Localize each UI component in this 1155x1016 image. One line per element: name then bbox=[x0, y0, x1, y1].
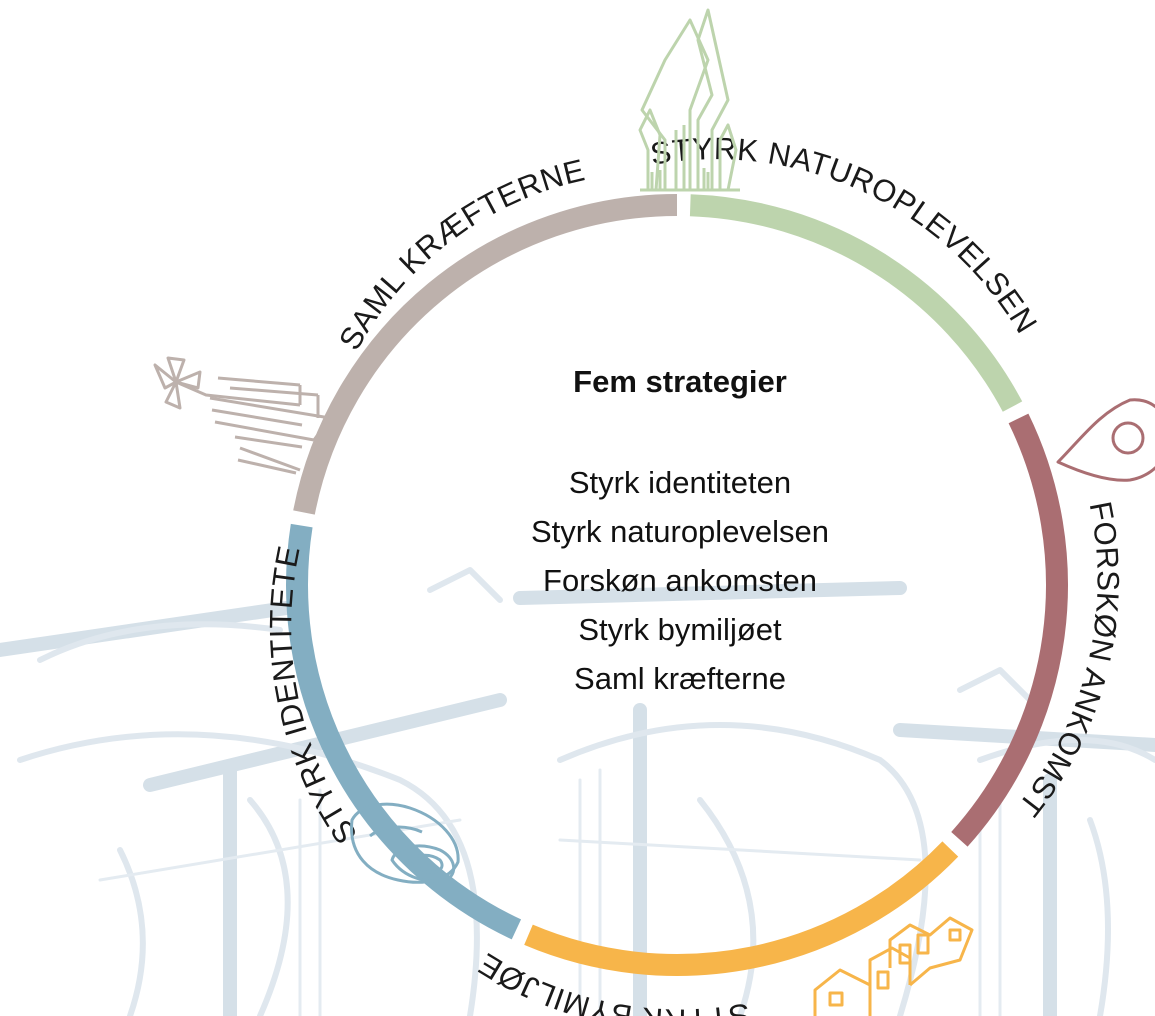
location-pin-icon bbox=[1056, 398, 1155, 482]
trees-icon bbox=[638, 8, 740, 192]
strategy-ring bbox=[286, 194, 1068, 976]
center-item-natur: Styrk naturoplevelsen bbox=[530, 514, 830, 549]
segment-label-kraefter: SAML KRÆFTERNE bbox=[332, 152, 588, 355]
oyster-icon bbox=[350, 802, 460, 884]
ring-segment-ankomst bbox=[951, 413, 1068, 847]
houses-icon bbox=[813, 916, 974, 1016]
center-item-by: Styrk bymiljøet bbox=[578, 612, 782, 647]
center-title: Fem strategier bbox=[573, 364, 787, 399]
segment-label-identitet: STYRK IDENTITETEN bbox=[0, 0, 364, 850]
center-item-identitet: Styrk identiteten bbox=[568, 465, 792, 500]
center-text-block: Fem strategier Styrk identiteten Styrk n… bbox=[440, 362, 920, 703]
ring-segment-natur bbox=[689, 194, 1023, 412]
center-item-ankomst: Forskøn ankomsten bbox=[543, 563, 817, 598]
ring-segment-identitet bbox=[286, 523, 522, 940]
windmill-icon bbox=[153, 356, 332, 475]
ring-segment-by bbox=[524, 841, 959, 976]
ship-background-illustration bbox=[0, 567, 1155, 1016]
ring-segment-kraefter bbox=[293, 194, 678, 515]
center-item-kraefter: Saml kræfterne bbox=[574, 661, 786, 696]
